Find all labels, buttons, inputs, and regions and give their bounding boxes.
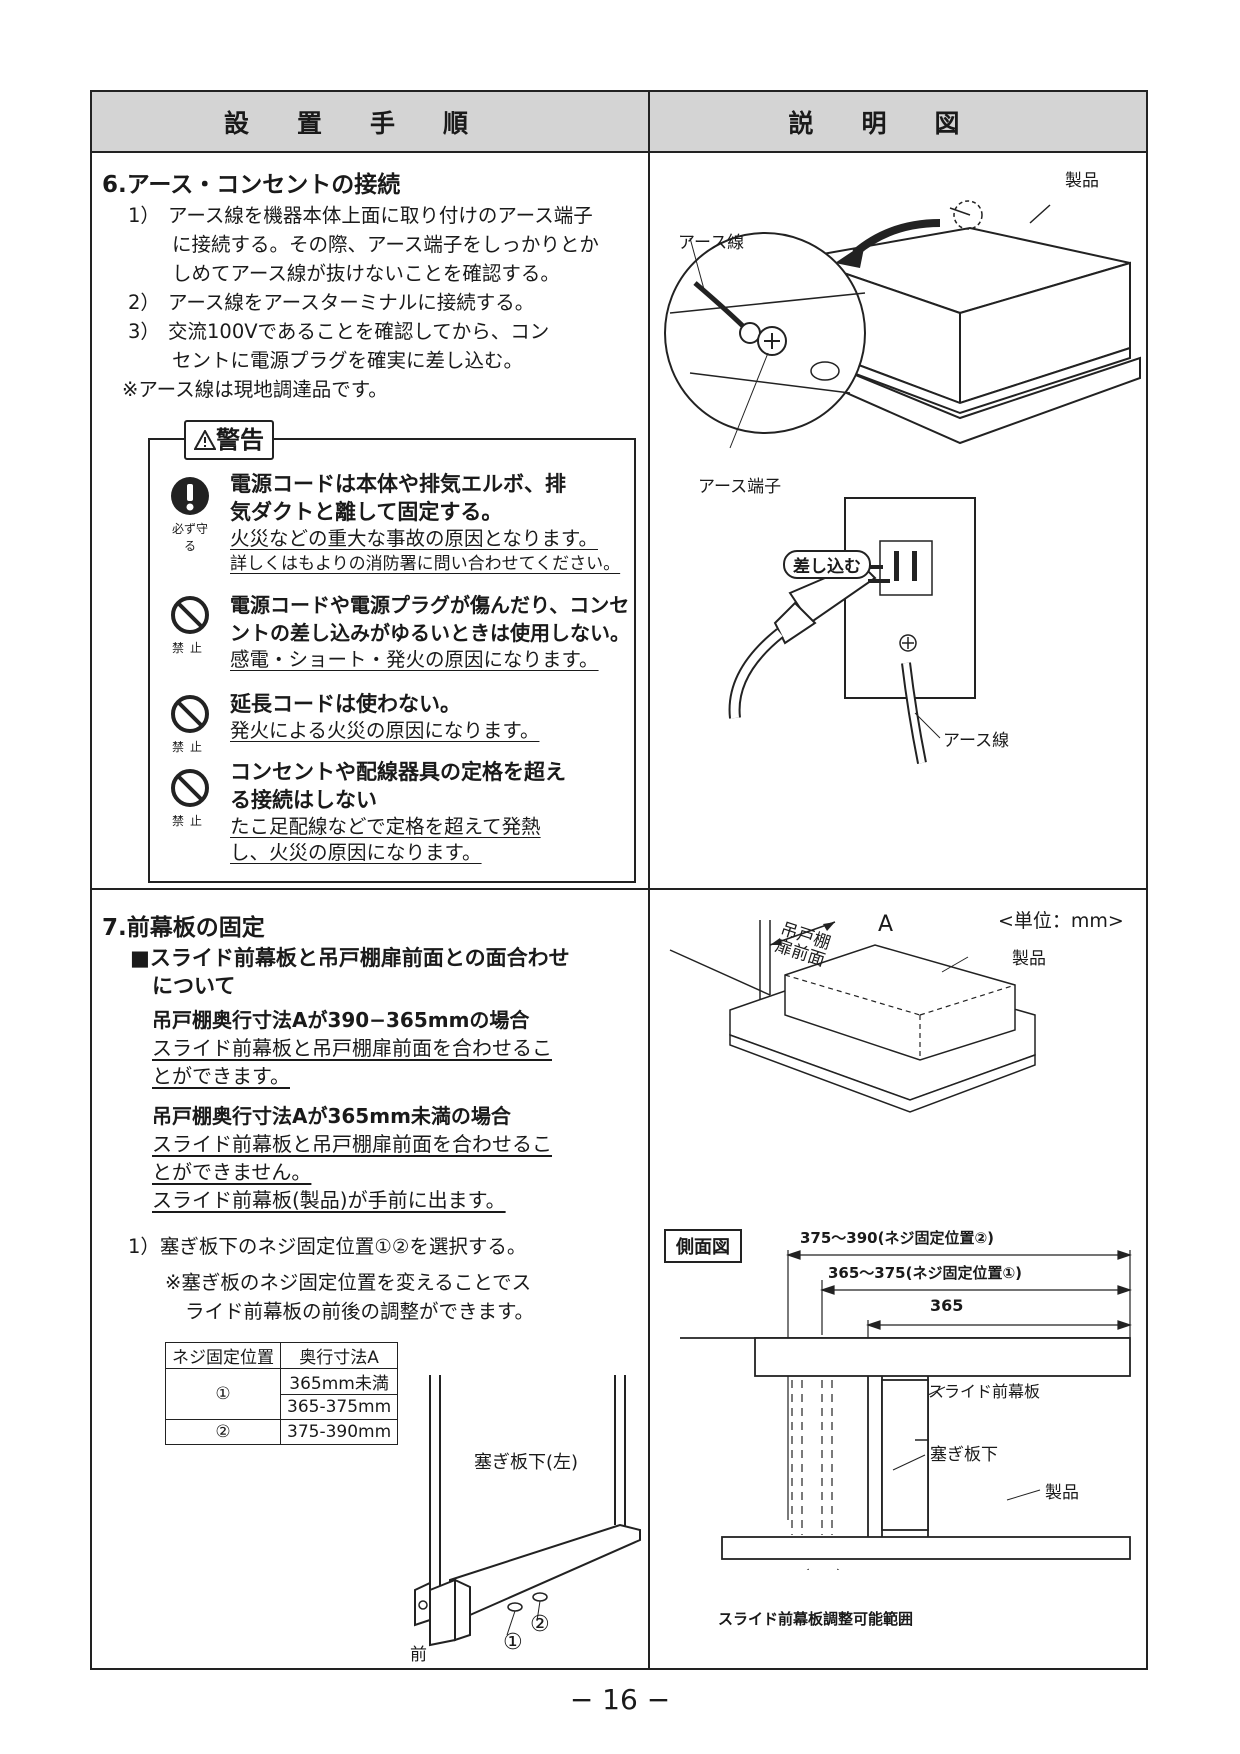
page-number: − 16 −	[569, 1683, 671, 1716]
column-divider	[648, 90, 650, 1670]
step-3: 3）交流100Vであることを確認してから、コン	[128, 320, 550, 343]
screw-position-2: ②	[530, 1612, 550, 1637]
earth-connection-diagram	[664, 200, 1141, 764]
header-left: 設置手順	[92, 92, 648, 151]
section7-body: ■スライド前幕板と吊戸棚扉前面との面合わせ について 吊戸棚奥行寸法Aが390−…	[130, 944, 645, 1214]
section7-step1: 1）塞ぎ板下のネジ固定位置①②を選択する。	[128, 1235, 527, 1258]
bracket-diagram	[414, 1375, 641, 1647]
product-label-3: 製品	[1045, 1483, 1079, 1503]
product-label-2: 製品	[1012, 949, 1046, 969]
side-view-label: 側面図	[664, 1229, 742, 1263]
case2-title: 吊戸棚奥行寸法Aが365mm未満の場合	[152, 1104, 511, 1128]
front-label: 前	[410, 1645, 427, 1665]
slide-panel-label: スライド前幕板	[928, 1382, 1041, 1401]
section6-steps: 1）アース線を機器本体上面に取り付けのアース端子 に接続する。その際、アース端子…	[122, 201, 648, 404]
section6-title: 6.アース・コンセントの接続	[102, 172, 401, 198]
prohibited-icon: 禁止	[168, 694, 212, 755]
warning-item-1: 電源コードは本体や排気エルボ、排 気ダクトと離して固定する。 火災などの重大な事…	[230, 472, 621, 574]
section7-step1-note: ※塞ぎ板のネジ固定位置を変えることでス ライド前幕板の前後の調整ができます。	[165, 1271, 535, 1323]
closing-plate-label: 塞ぎ板下	[930, 1445, 998, 1465]
dim-375-390: 375〜390(ネジ固定位置②)	[800, 1229, 995, 1247]
page-frame	[90, 90, 1148, 1670]
hood-top-diagram	[669, 920, 1036, 1113]
earth-wire-label: アース線	[678, 233, 745, 253]
prohibited-icon: 禁止	[168, 768, 212, 829]
warning-item-3: 延長コードは使わない。 発火による火災の原因になります。	[230, 692, 540, 742]
dimension-a-label: A	[878, 912, 894, 937]
adjust-range-label: スライド前幕板調整可能範囲	[718, 1610, 914, 1628]
earth-note: ※アース線は現地調達品です。	[122, 378, 388, 401]
warning-triangle-icon	[193, 428, 217, 450]
earth-wire-label-2: アース線	[943, 731, 1010, 751]
earth-terminal-label: アース端子	[698, 477, 782, 497]
warning-title: 警告	[184, 420, 274, 460]
header-right: 説明図	[650, 92, 1146, 151]
case1-title: 吊戸棚奥行寸法Aが390−365mmの場合	[152, 1008, 530, 1032]
unit-label: <単位：mm>	[998, 910, 1124, 932]
screw-position-1: ①	[503, 1630, 523, 1655]
section7-title: 7.前幕板の固定	[102, 915, 265, 941]
dim-365: 365	[930, 1296, 964, 1315]
product-label: 製品	[1065, 171, 1099, 191]
plug-in-label: 差し込む	[783, 550, 871, 579]
must-do-icon: 必ず守る	[168, 476, 212, 554]
bracket-label: 塞ぎ板下(左)	[474, 1452, 579, 1473]
header-divider	[90, 151, 1148, 153]
warning-item-2: 電源コードや電源プラグが傷んだり、コンセ ントの差し込みがゆるいときは使用しない…	[230, 593, 630, 671]
warning-box	[148, 438, 636, 883]
dim-365-375: 365〜375(ネジ固定位置①)	[828, 1264, 1023, 1282]
section-divider	[90, 888, 1148, 890]
step-2: 2）アース線をアースターミナルに接続する。	[128, 291, 535, 314]
warning-item-4: コンセントや配線器具の定格を超え る接続はしない たこ足配線などで定格を超えて発…	[230, 760, 566, 864]
side-view-diagram	[680, 1250, 1132, 1570]
prohibited-icon: 禁止	[168, 595, 212, 656]
step-1: 1）アース線を機器本体上面に取り付けのアース端子	[128, 204, 593, 227]
